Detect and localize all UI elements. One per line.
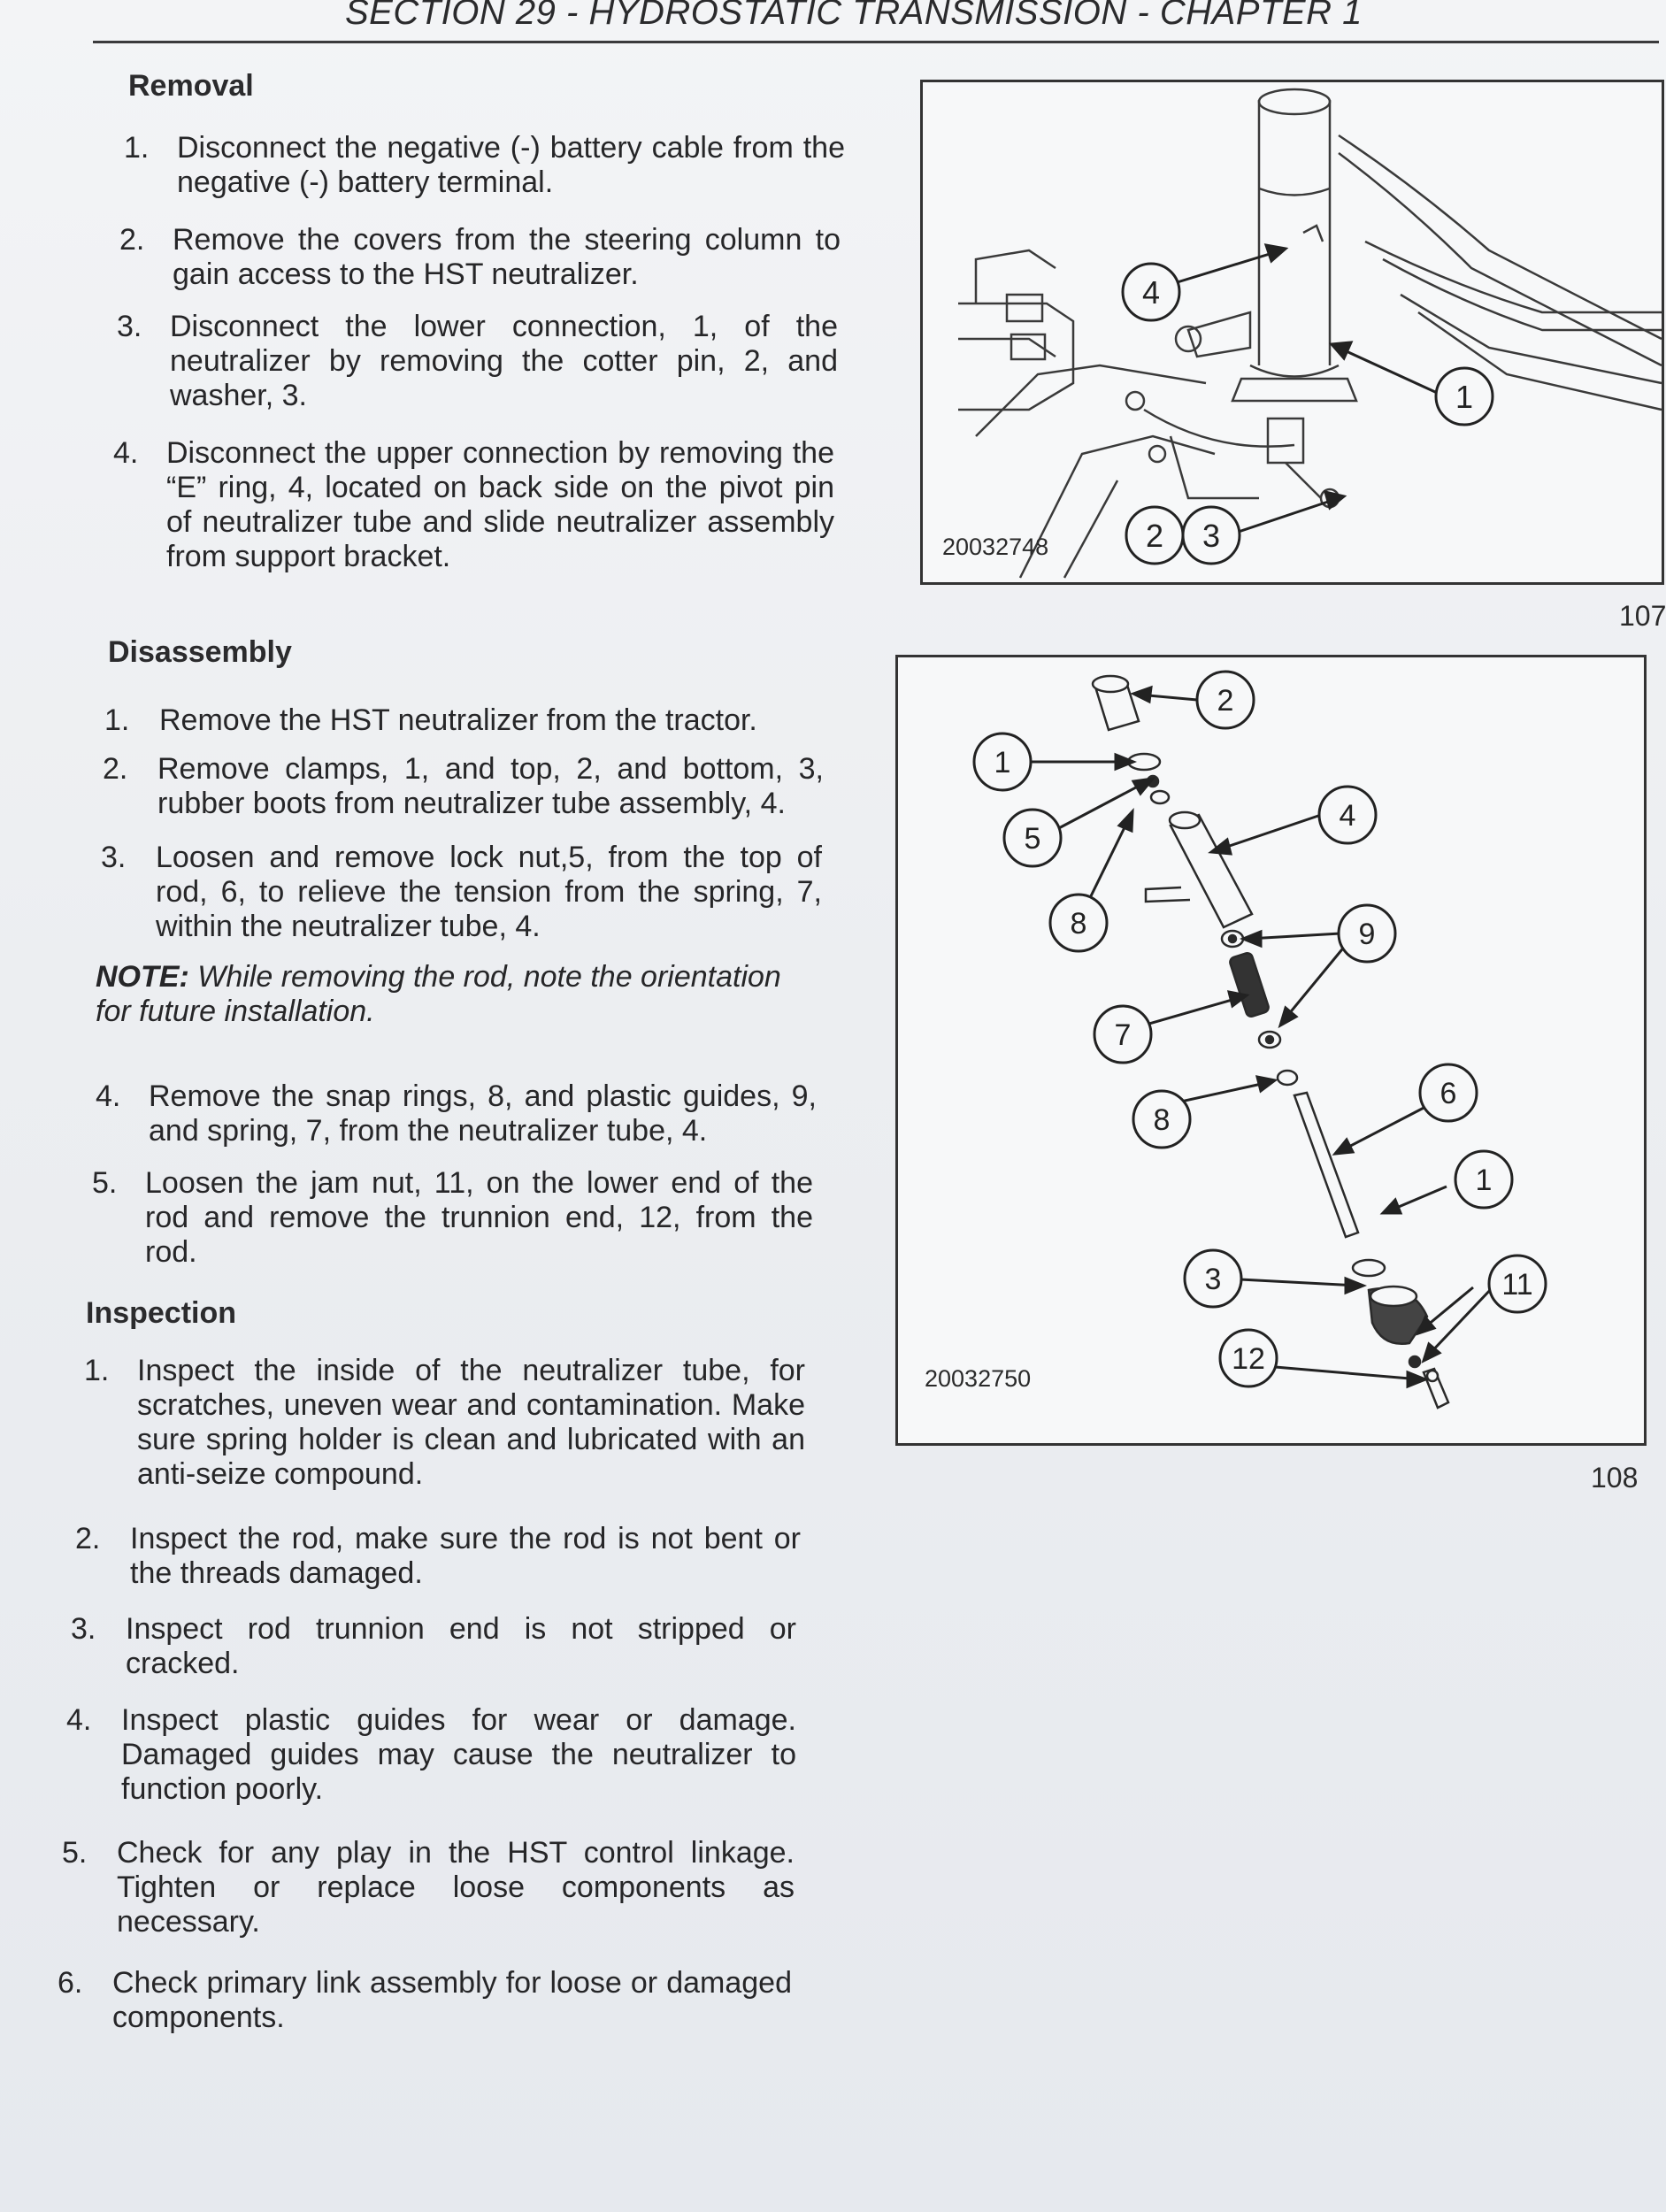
- callout-label: 2: [1217, 684, 1234, 718]
- step-text: Disconnect the upper connection by remov…: [166, 436, 834, 573]
- note-text: While removing the rod, note the orienta…: [96, 960, 781, 1028]
- inspection-heading: Inspection: [86, 1296, 237, 1330]
- figure-number: 107: [1619, 600, 1666, 632]
- step-text: Disconnect the negative (-) battery cabl…: [177, 131, 845, 199]
- step-text: Check primary link assembly for loose or…: [112, 1966, 792, 2034]
- step-number: 5.: [92, 1166, 118, 1200]
- callout-label: 3: [1202, 518, 1220, 554]
- callout-label: 11: [1501, 1268, 1532, 1302]
- step-text: Remove the HST neutralizer from the trac…: [159, 703, 757, 737]
- figure-108-frame: 2 1 5 4 8 9 7 6 8 1 3 11 12 20032750: [895, 655, 1647, 1446]
- header-rule: [93, 41, 1659, 43]
- callout-label: 8: [1154, 1103, 1171, 1137]
- note: NOTE: While removing the rod, note the o…: [96, 960, 821, 1029]
- step-text: Disconnect the lower connection, 1, of t…: [170, 310, 838, 412]
- step-number: 4.: [113, 436, 139, 470]
- step-text: Inspect rod trunnion end is not stripped…: [126, 1612, 796, 1680]
- callout-label: 7: [1115, 1018, 1132, 1052]
- callout-label: 3: [1205, 1263, 1222, 1296]
- step-number: 3.: [71, 1612, 96, 1646]
- callout-label: 12: [1232, 1342, 1265, 1376]
- step-number: 2.: [119, 223, 145, 257]
- callout-label: 5: [1025, 822, 1041, 856]
- callout-label: 4: [1142, 274, 1160, 311]
- section-title: SECTION 29 - HYDROSTATIC TRANSMISSION - …: [345, 0, 1363, 32]
- step-text: Remove the snap rings, 8, and plastic gu…: [149, 1079, 817, 1148]
- step-number: 3.: [117, 310, 142, 343]
- step-text: Inspect the inside of the neutralizer tu…: [137, 1354, 805, 1491]
- figure-107-frame: 4 1 2 3 20032748: [920, 80, 1664, 585]
- neutralizer-exploded-view: 2 1 5 4 8 9 7 6 8 1 3 11 12: [972, 670, 1547, 1409]
- step-text: Loosen and remove lock nut,5, from the t…: [156, 841, 822, 943]
- note-label: NOTE:: [96, 960, 189, 994]
- callout-label: 6: [1440, 1077, 1457, 1110]
- removal-heading: Removal: [128, 69, 254, 103]
- step-number: 1.: [124, 131, 150, 165]
- callout-label: 1: [1455, 379, 1473, 415]
- figure-number: 108: [1591, 1462, 1639, 1494]
- step-number: 5.: [62, 1836, 88, 1870]
- step-text: Inspect plastic guides for wear or damag…: [121, 1703, 796, 1806]
- disassembly-heading: Disassembly: [108, 635, 292, 669]
- step-number: 1.: [84, 1354, 110, 1387]
- step-text: Inspect the rod, make sure the rod is no…: [130, 1522, 801, 1590]
- step-number: 2.: [75, 1522, 101, 1555]
- figure-id: 20032750: [925, 1365, 1032, 1392]
- figure-id: 20032748: [942, 534, 1049, 560]
- step-number: 4.: [96, 1079, 121, 1113]
- page-header: SECTION 29 - HYDROSTATIC TRANSMISSION - …: [0, 0, 1659, 44]
- callout-label: 2: [1146, 518, 1163, 554]
- step-text: Loosen the jam nut, 11, on the lower end…: [145, 1166, 813, 1269]
- step-number: 6.: [58, 1966, 83, 2000]
- step-number: 1.: [104, 703, 130, 737]
- step-number: 2.: [103, 752, 128, 786]
- step-number: 4.: [66, 1703, 92, 1737]
- step-text: Check for any play in the HST control li…: [117, 1836, 795, 1939]
- steering-column-illustration: 4 1 2 3: [958, 88, 1662, 579]
- step-text: Remove the covers from the steering colu…: [173, 223, 841, 291]
- step-number: 3.: [101, 841, 127, 874]
- callout-label: 9: [1359, 918, 1376, 951]
- step-text: Remove clamps, 1, and top, 2, and bottom…: [157, 752, 824, 820]
- callout-label: 8: [1071, 907, 1087, 941]
- callout-label: 1: [1476, 1164, 1493, 1197]
- callout-label: 4: [1340, 799, 1356, 833]
- callout-label: 1: [994, 746, 1011, 780]
